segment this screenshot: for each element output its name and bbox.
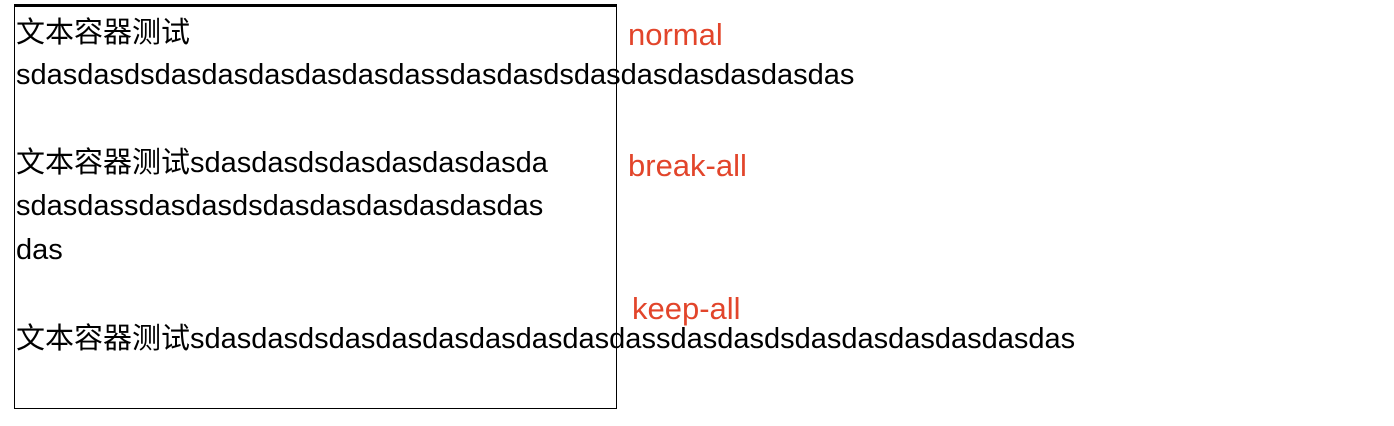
keep-all-label: keep-all — [632, 291, 741, 326]
break-all-text-line-2: sdasdassdasdasdsdasdasdasdasdasdas — [16, 190, 544, 222]
break-all-text-line-1: 文本容器测试sdasdasdsdasdasdasdasda — [16, 147, 548, 179]
text-container-box — [14, 4, 617, 409]
normal-label: normal — [628, 17, 723, 52]
break-all-text-line-3: das — [16, 234, 63, 266]
break-all-label: break-all — [628, 148, 747, 183]
normal-text-line-1: 文本容器测试 — [16, 17, 191, 49]
top-border-rule — [14, 4, 617, 7]
keep-all-text-line-1: 文本容器测试sdasdasdsdasdasdasdasdasdasdassdas… — [16, 323, 1076, 355]
normal-text-line-2: sdasdasdsdasdasdasdasdasdassdasdasdsdasd… — [16, 59, 855, 91]
